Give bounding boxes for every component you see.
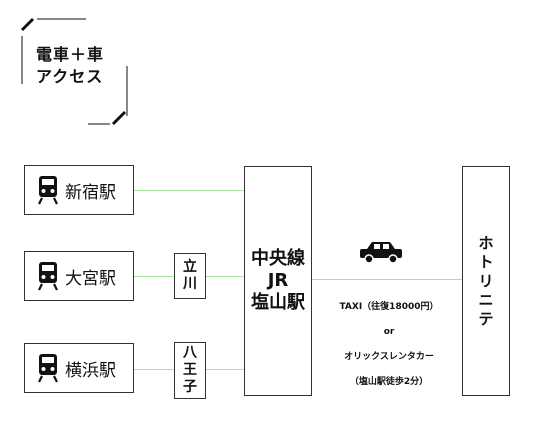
page-title: 電車＋車 アクセス [36,44,104,88]
destination-char: ニ [478,290,494,309]
train-icon [38,354,58,383]
transfer-char: 子 [183,379,197,395]
train-icon [38,176,58,205]
train-icon [38,262,58,291]
car-icon [360,242,402,264]
station-shinjuku: 新宿駅 [24,165,134,215]
station-label: 横浜駅 [65,360,116,381]
transfer-char: 川 [183,276,197,292]
transfer-char: 王 [183,362,197,378]
destination-char: テ [478,309,494,328]
connector-shinjuku-hub [134,190,244,191]
destination-char: ホ [478,233,494,252]
title-frame [20,17,128,126]
station-label: 大宮駅 [65,268,116,289]
station-label: 新宿駅 [65,182,116,203]
route-info: TAXI（往復18000円） or オリックスレンタカー （塩山駅徒歩2分） [318,300,460,400]
title-line-2: アクセス [36,67,104,86]
station-yokohama: 横浜駅 [24,343,134,393]
transfer-char: 立 [183,259,197,275]
transfer-tachikawa: 立 川 [174,253,206,299]
route-line-4: （塩山駅徒歩2分） [349,377,429,387]
hub-enzan-station: 中央線 JR 塩山駅 [244,166,312,396]
transfer-char: 八 [183,345,197,361]
transfer-hachioji: 八 王 子 [174,342,206,399]
station-omiya: 大宮駅 [24,251,134,301]
destination-hotorinite: ホ ト リ ニ テ [462,166,510,396]
destination-char: リ [478,271,494,290]
title-line-1: 電車＋車 [36,45,105,64]
connector-yokohama-hachioji [134,369,174,370]
hub-line-1: 中央線 [251,248,305,269]
destination-char: ト [478,252,494,271]
connector-tachikawa-hub [206,276,244,277]
hub-line-2: JR [267,270,289,291]
route-line-2: or [383,327,395,337]
hub-line-3: 塩山駅 [251,292,305,313]
connector-hachioji-hub [206,369,244,370]
route-line-3: オリックスレンタカー [344,352,434,362]
route-line-1: TAXI（往復18000円） [339,302,439,312]
connector-omiya-tachikawa [134,276,174,277]
connector-hub-destination [312,279,462,280]
